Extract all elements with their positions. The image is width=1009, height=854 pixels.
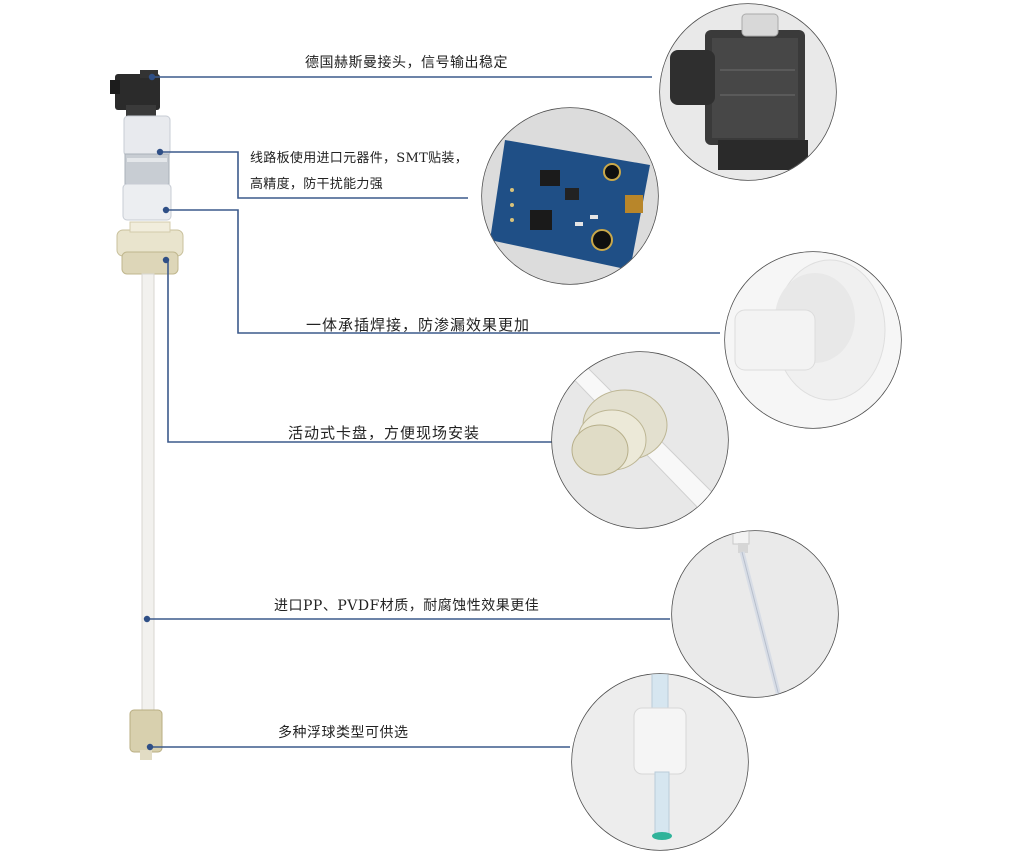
callout-dots bbox=[143, 73, 170, 751]
rod-material-icon bbox=[671, 530, 839, 698]
din-connector-icon bbox=[659, 3, 837, 181]
feature-label-flange: 活动式卡盘，方便现场安装 bbox=[288, 424, 481, 442]
socket-weld-icon bbox=[724, 251, 902, 429]
feature-label-pcb: 线路板使用进口元器件，SMT贴装， 高精度，防干扰能力强 bbox=[250, 146, 468, 198]
feature-label-connector: 德国赫斯曼接头，信号输出稳定 bbox=[305, 55, 508, 71]
feature-label-weld: 一体承插焊接，防渗漏效果更加 bbox=[306, 316, 531, 334]
level-sensor-icon bbox=[110, 70, 184, 760]
movable-flange-icon bbox=[551, 351, 729, 529]
feature-label-pcb-line1: 线路板使用进口元器件，SMT贴装， bbox=[250, 151, 468, 166]
feature-label-pcb-line2: 高精度，防干扰能力强 bbox=[250, 177, 384, 192]
float-ball-icon bbox=[571, 673, 749, 851]
feature-label-material: 进口PP、PVDF材质，耐腐蚀性效果更佳 bbox=[274, 598, 540, 614]
feature-label-float: 多种浮球类型可供选 bbox=[278, 725, 409, 741]
circuit-board-icon bbox=[481, 107, 659, 285]
